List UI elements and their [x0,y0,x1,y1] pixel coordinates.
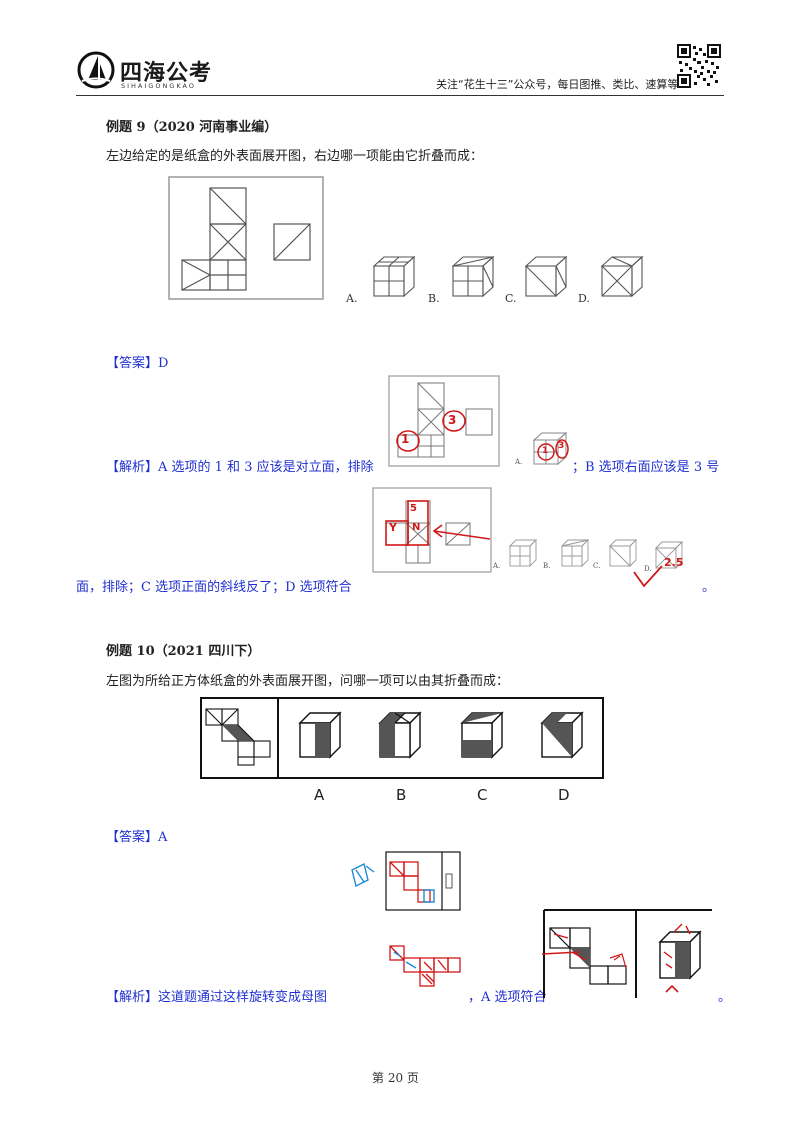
q9-question: 左边给定的是纸盒的外表面展开图，右边哪一项能由它折叠而成： [106,149,484,164]
q9-analysis-part1: 【解析】A 选项的 1 和 3 应该是对立面，排除 [106,460,374,475]
q10-analysis-part1: 【解析】这道题通过这样旋转变成母图 [106,990,328,1005]
q9-note2-label-2-5: 2.5 [664,556,684,569]
q9-annotated-cube-a [532,431,569,466]
logo-icon [77,51,115,89]
q9-option-d-label: D. [578,292,590,305]
q9-note2-label-5: 5 [410,503,417,514]
q9-option-a-label: A. [346,292,358,305]
q9-note1-option-a: A. [515,458,523,466]
q9-option-cube-a [372,255,416,298]
q9-annotated-options-row [508,538,684,588]
qr-code-icon [677,44,721,88]
q9-analysis-part3: 面，排除；C 选项正面的斜线反了；D 选项符合 [76,580,352,595]
q9-option-c-label: C. [505,292,517,305]
q9-note2-option-a: A. [493,562,501,570]
q10-annotated-net-2 [389,945,461,987]
q9-note1-cube-label-3: 3 [558,441,565,451]
q10-option-a-label: A [314,786,325,804]
q9-note2-label-y: Y [389,521,397,534]
q10-question: 左图为所给正方体纸盒的外表面展开图，问哪一项可以由其折叠而成： [106,674,510,689]
q9-net-figure [168,176,324,300]
q9-note2-option-c: C. [593,562,601,570]
q9-note1-cube-label-1: 1 [542,446,549,456]
q9-note2-label-n: N [412,522,421,533]
q9-annotated-net-2 [372,487,492,573]
q10-figure-panel [200,697,604,779]
q9-option-cube-b [451,255,495,298]
header-divider [76,95,724,96]
q9-analysis-part2: ；B 选项右面应该是 3 号 [572,460,720,475]
q10-annotated-net-1 [351,851,461,911]
q9-analysis-end: 。 [702,580,716,595]
q9-note2-option-b: B. [543,562,551,570]
q9-note2-option-d: D. [644,565,652,573]
logo-subtitle: SIHAIGONGKAO [121,82,196,90]
page-number: 第 20 页 [372,1071,419,1085]
logo-name: 四海公考 [120,61,213,86]
q9-title: 例题 9（2020 河南事业编） [106,120,278,135]
q10-title: 例题 10（2021 四川下） [106,644,261,659]
q10-answer: 【答案】A [106,830,168,845]
q9-note1-label-1: 1 [401,432,410,446]
q10-option-c-label: C [477,786,488,804]
q9-option-b-label: B. [428,292,440,305]
q9-option-cube-c [524,255,568,298]
q10-annotated-net-3 [541,909,712,998]
header-slogan: 关注“花生十三”公众号，每日图推、类比、速算等 [436,78,679,91]
q9-annotated-net-1 [388,375,500,467]
q9-note1-label-3: 3 [448,413,457,427]
q10-analysis-part2: ，A 选项符合 [468,990,547,1005]
q9-option-cube-d [600,255,644,298]
q9-answer: 【答案】D [106,356,169,371]
q10-analysis-end: 。 [718,990,732,1005]
q10-option-d-label: D [558,786,570,804]
q10-option-b-label: B [396,786,407,804]
